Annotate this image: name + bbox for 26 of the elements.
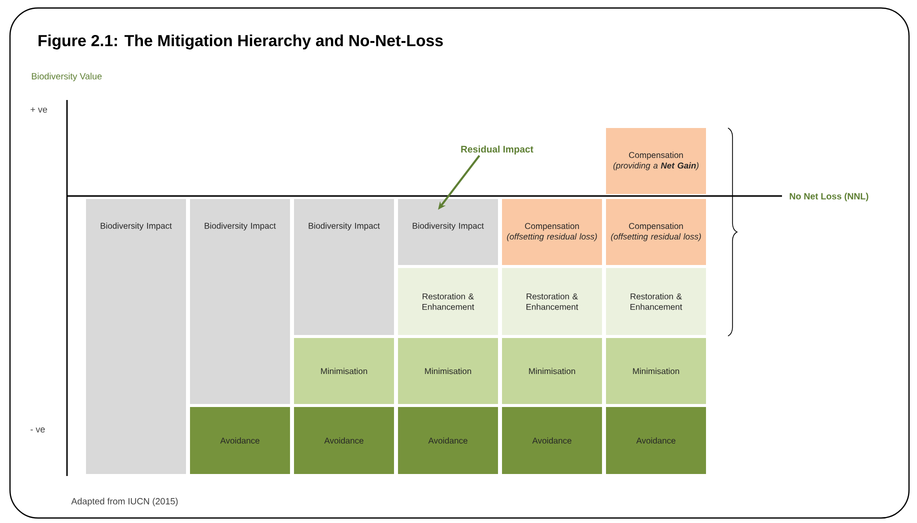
restoration-block: Restoration & Enhancement: [502, 268, 602, 335]
source-note: Adapted from IUCN (2015): [71, 498, 178, 506]
avoidance-block: Avoidance: [398, 407, 498, 474]
minimisation-block: Minimisation: [502, 338, 602, 404]
minimisation-block: Minimisation: [294, 338, 394, 404]
restoration-block: Restoration & Enhancement: [606, 268, 706, 335]
compensation-block: Compensation (offsetting residual loss): [606, 199, 706, 265]
title: Figure 2.1: The Mitigation Hierarchy and No-Net-Loss: [38, 34, 443, 50]
callout-text: Residual Impact: [461, 146, 534, 154]
axis-label: Biodiversity Value: [32, 72, 102, 82]
compensation-block: Compensation (providing a Net Gain): [606, 128, 706, 194]
restoration-block: Restoration & Enhancement: [398, 268, 498, 335]
nnl-label: No Net Loss (NNL): [790, 192, 868, 202]
avoidance-block: Avoidance: [294, 407, 394, 474]
avoidance-block: Avoidance: [502, 407, 602, 474]
axis-tick-label: - ve: [30, 428, 45, 432]
impact-block: Biodiversity Impact: [398, 199, 498, 265]
minimisation-block: Minimisation: [398, 338, 498, 404]
avoidance-block: Avoidance: [190, 407, 290, 474]
minimisation-block: Minimisation: [606, 338, 706, 404]
avoidance-block: Avoidance: [606, 407, 706, 474]
axis-tick-label: + ve: [30, 107, 48, 113]
impact-block: Biodiversity Impact: [294, 199, 394, 335]
impact-block: Biodiversity Impact: [86, 199, 186, 474]
impact-block: Biodiversity Impact: [190, 199, 290, 404]
compensation-block: Compensation (offsetting residual loss): [502, 199, 602, 265]
